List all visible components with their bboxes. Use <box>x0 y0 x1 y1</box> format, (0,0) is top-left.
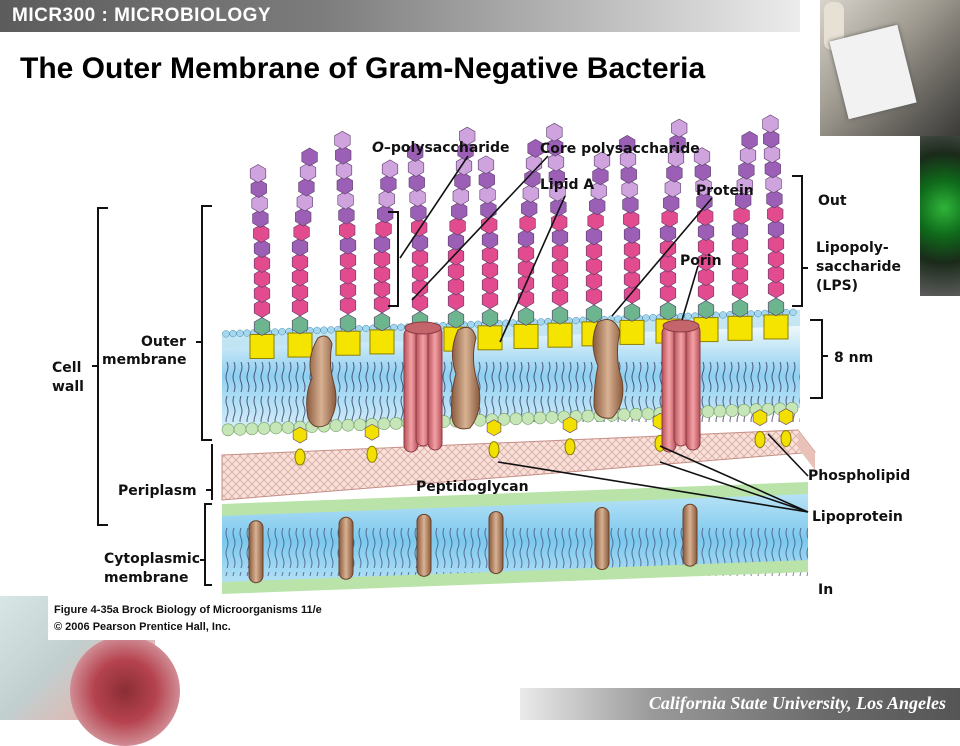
outer-membrane-diagram: O–polysaccharide Core polysaccharide Lip… <box>52 114 910 598</box>
out-label: Out <box>818 193 847 209</box>
thickness-label: 8 nm <box>834 350 873 366</box>
protein-label: Protein <box>696 183 754 199</box>
lps-molecule <box>619 135 645 345</box>
university-banner: California State University, Los Angeles <box>520 688 960 720</box>
in-label: In <box>818 582 833 598</box>
caption-line-1: Figure 4-35a Brock Biology of Microorgan… <box>54 604 322 616</box>
university-name: California State University, Los Angeles <box>648 693 946 713</box>
lps-molecule <box>369 159 399 355</box>
outer-membrane-label-2: membrane <box>102 352 187 368</box>
periplasm-label: Periplasm <box>118 483 197 499</box>
lps-chains <box>249 114 789 359</box>
porin <box>403 319 701 453</box>
lps-label-3: (LPS) <box>816 278 858 294</box>
lps-molecule <box>762 114 789 340</box>
fluorescence-photo <box>920 136 960 296</box>
peptidoglycan-label: Peptidoglycan <box>416 479 529 495</box>
lipid-a-label: Lipid A <box>540 177 594 193</box>
cell-wall-label-2: wall <box>52 379 84 395</box>
lps-molecule <box>334 130 361 356</box>
course-title: MICR300 : MICROBIOLOGY <box>12 5 272 26</box>
porin-label: Porin <box>680 253 722 269</box>
lps-molecule <box>287 147 318 358</box>
cytoplasmic-membrane-label-1: Cytoplasmic <box>104 551 200 567</box>
lps-molecule <box>727 130 758 341</box>
caption-line-2: © 2006 Pearson Prentice Hall, Inc. <box>54 621 231 633</box>
lps-molecule <box>513 139 544 349</box>
lps-molecule <box>407 143 433 353</box>
protein <box>306 319 624 430</box>
brackets <box>92 175 828 586</box>
lipoprotein-label: Lipoprotein <box>812 509 903 525</box>
leader-lines <box>399 155 809 513</box>
slide-title: The Outer Membrane of Gram-Negative Bact… <box>20 52 706 85</box>
o-polysaccharide-label: O–polysaccharide <box>372 140 509 156</box>
lab-photo <box>820 0 960 136</box>
lps-molecule <box>249 164 275 359</box>
course-banner: MICR300 : MICROBIOLOGY <box>0 0 800 32</box>
lps-label-1: Lipopoly- <box>816 240 889 256</box>
cytoplasmic-membrane-label-2: membrane <box>104 570 189 586</box>
lps-label-2: saccharide <box>816 259 901 275</box>
outer-membrane-label-1: Outer <box>141 334 186 350</box>
core-polysaccharide-label: Core polysaccharide <box>540 141 700 157</box>
figure-caption: Figure 4-35a Brock Biology of Microorgan… <box>48 596 378 640</box>
lps-molecule <box>693 147 719 343</box>
cell-wall-label-1: Cell <box>52 360 81 376</box>
phospholipid-label: Phospholipid <box>808 468 910 484</box>
cytoplasmic-membrane <box>222 482 808 594</box>
